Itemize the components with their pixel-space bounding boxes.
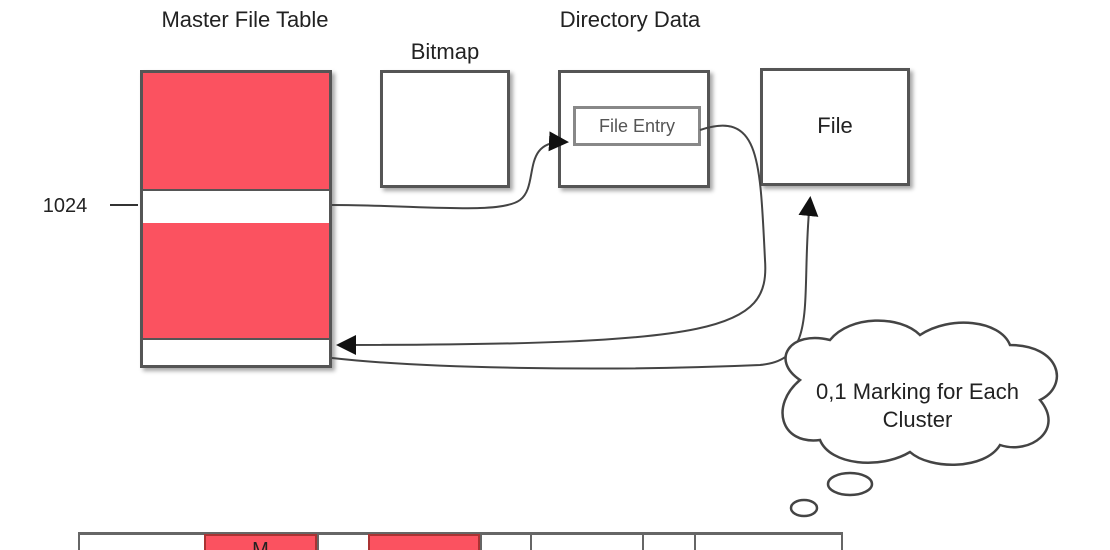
mft-box — [140, 70, 332, 368]
cluster-cell — [642, 534, 694, 550]
mft-row-label: 1024 — [42, 195, 88, 217]
file-box: File — [760, 68, 910, 186]
mft-used-block — [143, 73, 329, 189]
thought-bubble — [789, 498, 819, 518]
cluster-cell — [694, 534, 842, 550]
thought-bubble — [826, 471, 874, 497]
cluster-cell — [480, 534, 530, 550]
cluster-cell-used: M — [204, 534, 317, 550]
bitmap-box — [380, 70, 510, 188]
arrow-entry-to-mft — [336, 124, 767, 355]
cluster-row — [78, 532, 843, 550]
mft-title: Master File Table — [161, 7, 329, 32]
cluster-cell — [317, 534, 368, 550]
cluster-cell — [78, 534, 204, 550]
arrow-mft-to-entry — [331, 131, 569, 210]
arrow-mft-to-file — [331, 196, 819, 370]
file-entry: File Entry — [573, 106, 701, 146]
cluster-cell-used — [368, 534, 480, 550]
mft-used-block — [143, 223, 329, 338]
cloud-text: 0,1 Marking for Each Cluster — [816, 379, 1019, 432]
file-label: File — [817, 113, 853, 138]
mft-entry-file — [143, 338, 329, 365]
bitmap-title: Bitmap — [410, 39, 480, 64]
cluster-cell — [530, 534, 642, 550]
thought-cloud — [781, 319, 1058, 466]
directory-title: Directory Data — [559, 7, 701, 32]
directory-box: File Entry — [558, 70, 710, 188]
